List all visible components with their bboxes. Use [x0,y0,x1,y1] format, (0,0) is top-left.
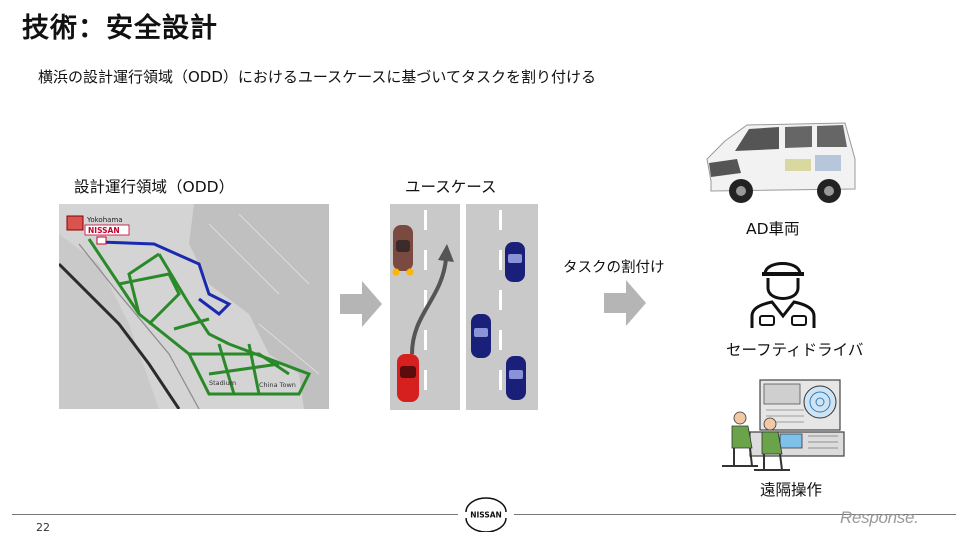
ad-vehicle-label: AD車両 [746,220,800,238]
map-place-yokohama: Yokohama [86,216,123,224]
van-icon [706,122,856,203]
ego-car-icon [397,354,419,402]
nissan-logo: NISSAN [458,496,514,533]
odd-map: Yokohama NISSAN Stadium China Town [59,204,329,409]
map-brand-label: NISSAN [88,226,120,235]
braking-car-icon [392,225,414,276]
flow-arrow-1-icon [340,281,382,327]
page-title: 技術：安全設計 [22,13,218,44]
map-place-stadium: Stadium [209,379,236,387]
usecase-road-diagram [390,204,538,410]
safety-driver-label: セーフティドライバ [726,341,864,359]
remote-operation-label: 遠隔操作 [760,481,823,499]
remote-operators-icon [722,379,845,471]
safety-driver-icon [750,262,816,328]
page-number: 22 [36,521,50,534]
page-subtitle: 横浜の設計運行領域（ODD）におけるユースケースに基づいてタスクを割り付ける [38,68,596,86]
usecase-label: ユースケース [405,178,497,196]
odd-label: 設計運行領域（ODD） [74,178,235,196]
task-assignment-label: タスクの割付け [563,260,665,276]
map-place-chinatown: China Town [259,381,296,389]
response-watermark: Response. [840,508,919,527]
nissan-logo-icon: NISSAN [465,497,507,533]
nissan-logo-text: NISSAN [470,511,502,520]
flow-arrow-2-icon [604,280,646,326]
